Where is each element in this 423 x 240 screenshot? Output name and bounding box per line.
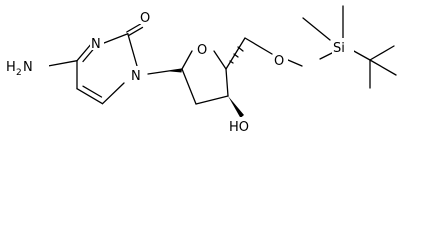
amine-nitrogen-label: N bbox=[23, 60, 33, 75]
bond-c2-n1 bbox=[127, 33, 138, 67]
bond-tbutyl-methyl-up bbox=[369, 45, 395, 61]
silyl-group bbox=[302, 5, 397, 89]
bond-c5-ether-o bbox=[244, 37, 273, 55]
bond-c3-oh-wedge bbox=[228, 96, 244, 118]
bond-si-methyl-left bbox=[302, 17, 331, 41]
carbonyl-oxygen-label: O bbox=[140, 11, 150, 26]
bond-n3-c4-a bbox=[76, 42, 93, 62]
bond-o-si bbox=[319, 51, 335, 60]
structure-canvas: O N N H 2 N O O Si HO bbox=[5, 5, 397, 135]
bond-c5-c6-b bbox=[82, 85, 103, 98]
bond-c2-c3 bbox=[195, 95, 229, 105]
bond-c4-amine bbox=[47, 60, 78, 67]
silicon-label: Si bbox=[333, 41, 345, 56]
ether-oxygen-label: O bbox=[274, 54, 284, 69]
amine-h-count: 2 bbox=[16, 68, 22, 78]
bond-c2-carbonyl-o-b bbox=[128, 26, 144, 37]
hydroxyl-label: HO bbox=[229, 120, 249, 135]
bond-ether-o-c bbox=[287, 59, 303, 67]
bond-c1-c2 bbox=[181, 68, 197, 105]
bond-c2-carbonyl-o-a bbox=[126, 23, 142, 33]
atom-labels: O N N H 2 N O O Si HO bbox=[5, 8, 354, 135]
bond-o4-c4 bbox=[213, 50, 227, 70]
bond-c4-c5prime-hash bbox=[225, 37, 246, 70]
ring-oxygen-label: O bbox=[197, 43, 207, 58]
n1-label: N bbox=[131, 69, 141, 84]
bond-c3-c4 bbox=[225, 68, 229, 97]
molecule-structure: O N N H 2 N O O Si HO bbox=[5, 5, 397, 135]
bond-tbutyl-methyl-right bbox=[369, 59, 397, 76]
bond-c6-n1 bbox=[101, 82, 125, 105]
bond-c2-n3 bbox=[103, 33, 129, 44]
bond-n1-c1prime bbox=[147, 68, 183, 75]
amine-h-label: H bbox=[6, 60, 16, 75]
bond-c1-o4 bbox=[181, 50, 193, 70]
pyrimidine-ring bbox=[76, 23, 144, 105]
bond-c5-c6-a bbox=[76, 88, 104, 105]
bond-si-tbutyl bbox=[351, 49, 371, 61]
sugar-ring bbox=[181, 50, 229, 105]
n3-label: N bbox=[91, 37, 101, 52]
